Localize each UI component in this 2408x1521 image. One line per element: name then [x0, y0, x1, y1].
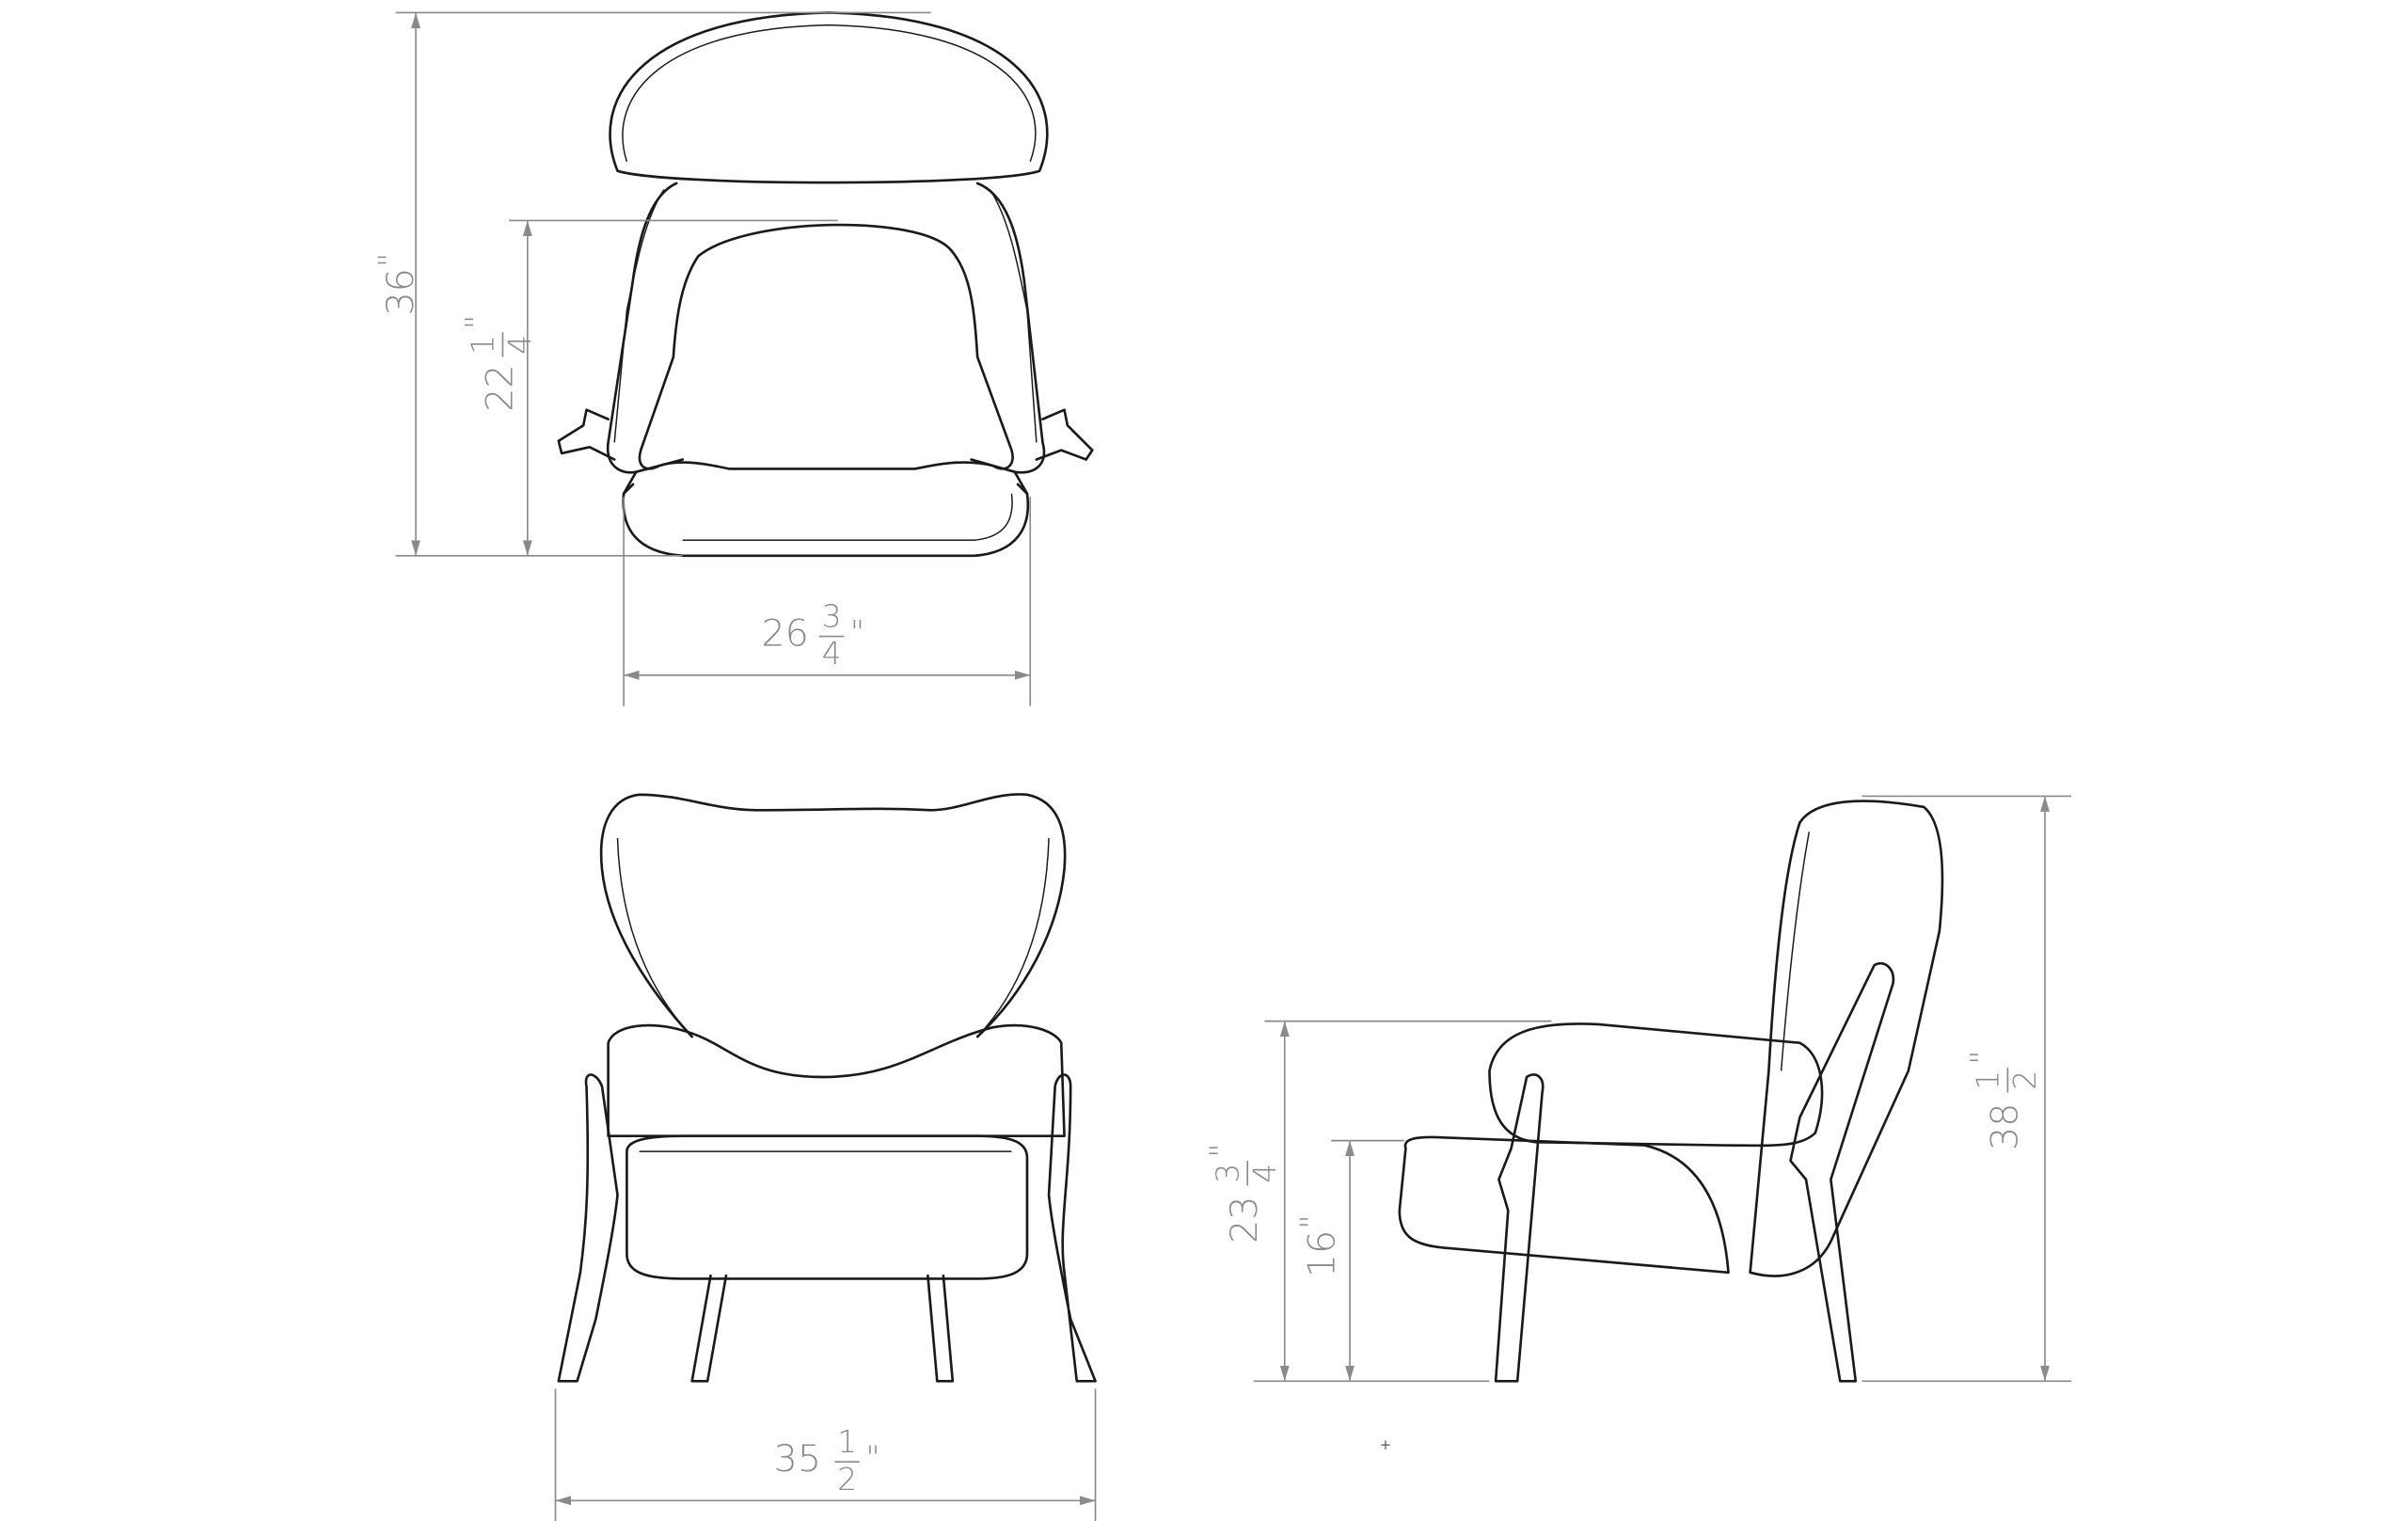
dim-numerator: 3 — [1209, 1164, 1245, 1183]
center-mark: + — [1380, 1437, 1391, 1453]
dim-label-overall-height: 38 1 2 " — [1963, 1051, 2043, 1150]
dim-unit: " — [1292, 1214, 1329, 1228]
backrest — [599, 793, 1067, 1038]
dim-unit: " — [1963, 1051, 2000, 1065]
armrest-side — [1488, 1022, 1824, 1148]
dim-whole: 22 — [478, 364, 521, 411]
dim-denominator: 4 — [501, 335, 538, 355]
dim-denominator: 2 — [2006, 1070, 2043, 1090]
top-view — [557, 11, 1094, 558]
lumbar-cushion — [607, 1023, 1066, 1137]
seat-side — [1398, 1135, 1730, 1275]
arm-tab-right — [1035, 408, 1094, 461]
dim-whole: 36 — [379, 268, 422, 315]
dimension-lines — [395, 11, 2072, 1521]
dim-unit: " — [458, 315, 495, 329]
dim-unit: " — [1203, 1144, 1240, 1158]
seat-cushion — [638, 223, 1014, 470]
dim-whole: 23 — [1223, 1196, 1266, 1244]
headrest — [609, 11, 1049, 184]
dim-unit: " — [850, 613, 864, 650]
dim-denominator: 4 — [1246, 1164, 1283, 1183]
backrest-side — [1749, 800, 1944, 1277]
dim-denominator: 2 — [837, 1461, 857, 1497]
dim-unit: " — [865, 1439, 879, 1476]
dim-label-seat-depth: 22 1 4 " — [458, 315, 538, 412]
dim-denominator: 4 — [822, 635, 842, 672]
dim-label-overall-depth: 36 " — [372, 253, 422, 316]
dim-numerator: 1 — [1970, 1070, 2006, 1090]
dim-label-overall-width: 35 1 2 " — [774, 1423, 880, 1497]
arm-tab-left — [557, 408, 616, 461]
leg-rear-left — [690, 1274, 728, 1383]
dim-numerator: 3 — [822, 598, 842, 635]
dim-label-seat-height: 16 " — [1292, 1214, 1343, 1277]
dim-unit: " — [372, 253, 408, 267]
leg-rear-right — [927, 1274, 955, 1383]
seat-shell-outline — [606, 182, 1046, 558]
side-view — [1398, 800, 1944, 1383]
front-view — [557, 793, 1097, 1383]
dim-numerator: 1 — [465, 335, 501, 355]
dim-label-arm-height: 23 3 4 " — [1203, 1144, 1283, 1244]
dim-whole: 38 — [1983, 1103, 2026, 1150]
frame-left — [557, 1073, 619, 1383]
dim-whole: 35 — [774, 1437, 821, 1481]
rear-leg-side — [1789, 961, 1895, 1383]
seat-cushion-front — [626, 1134, 1029, 1280]
dim-whole: 16 — [1301, 1230, 1344, 1277]
dim-numerator: 1 — [837, 1423, 857, 1460]
dim-label-base-width: 26 3 4 " — [761, 598, 864, 673]
dim-whole: 26 — [761, 611, 808, 655]
front-leg-side — [1494, 1073, 1545, 1383]
frame-right — [1047, 1073, 1097, 1383]
